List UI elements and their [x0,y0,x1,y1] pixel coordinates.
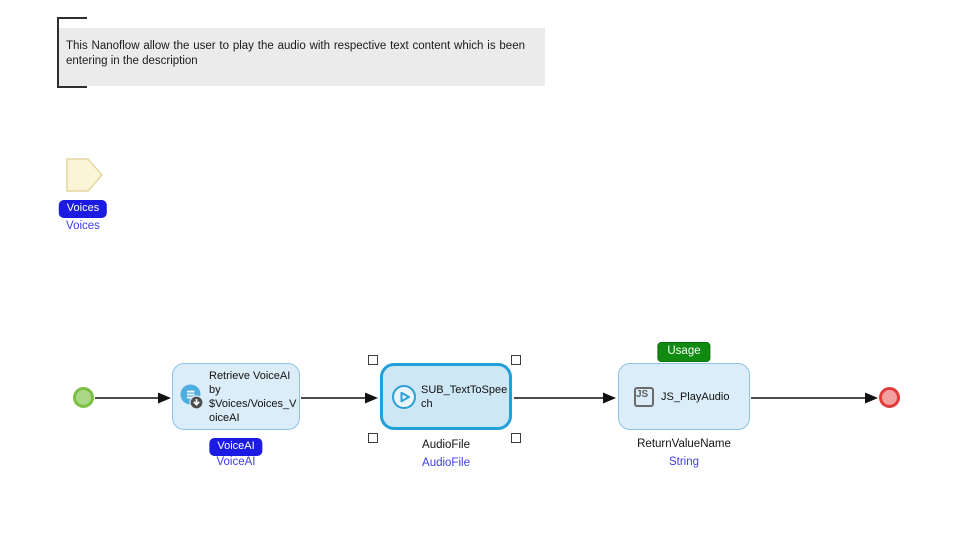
start-event[interactable] [73,387,94,408]
js-action-activity-caption: JS_PlayAudio [661,390,730,403]
sequence-flow-1[interactable] [95,392,171,404]
selection-handle-bottom-left[interactable] [368,433,378,443]
sub-call-activity[interactable]: SUB_TextToSpeech [380,363,512,430]
retrieve-activity-caption: Retrieve VoiceAI by $Voices/Voices_Voice… [209,369,297,424]
javascript-action-icon: JS [634,386,654,407]
retrieve-variable-badge: VoiceAI [209,438,263,456]
selection-handle-top-left[interactable] [368,355,378,365]
parameter-badge-wrap: Voices [58,198,108,218]
nanoflow-call-play-icon [392,384,416,409]
usage-badge[interactable]: Usage [657,342,711,362]
sequence-flow-3[interactable] [514,392,616,404]
sequence-flow-2[interactable] [301,392,378,404]
retrieve-from-database-icon [180,384,204,410]
annotation-note[interactable]: This Nanoflow allow the user to play the… [57,28,545,86]
js-action-variable-label: ReturnValueName [637,438,731,450]
sub-call-variable-label: AudioFile [422,439,470,451]
usage-badge-wrap: Usage [657,341,711,362]
parameter-flag-icon [66,158,103,192]
annotation-bracket-icon [57,17,87,88]
js-action-type-label: String [668,456,700,468]
retrieve-activity[interactable]: Retrieve VoiceAI by $Voices/Voices_Voice… [172,363,300,430]
parameter-type-label: Voices [66,220,100,232]
annotation-text: This Nanoflow allow the user to play the… [66,40,525,67]
end-event[interactable] [879,387,900,408]
parameter-shape-voices[interactable] [66,158,104,194]
retrieve-type-label: VoiceAI [216,456,256,468]
sub-call-type-label: AudioFile [422,457,470,469]
sub-call-activity-caption: SUB_TextToSpeech [421,383,508,410]
retrieve-badge-wrap: VoiceAI [209,436,263,456]
sequence-flow-4[interactable] [751,392,878,404]
selection-handle-top-right[interactable] [511,355,521,365]
parameter-badge: Voices [58,200,108,218]
selection-handle-bottom-right[interactable] [511,433,521,443]
js-action-activity[interactable]: JS JS_PlayAudio [618,363,750,430]
